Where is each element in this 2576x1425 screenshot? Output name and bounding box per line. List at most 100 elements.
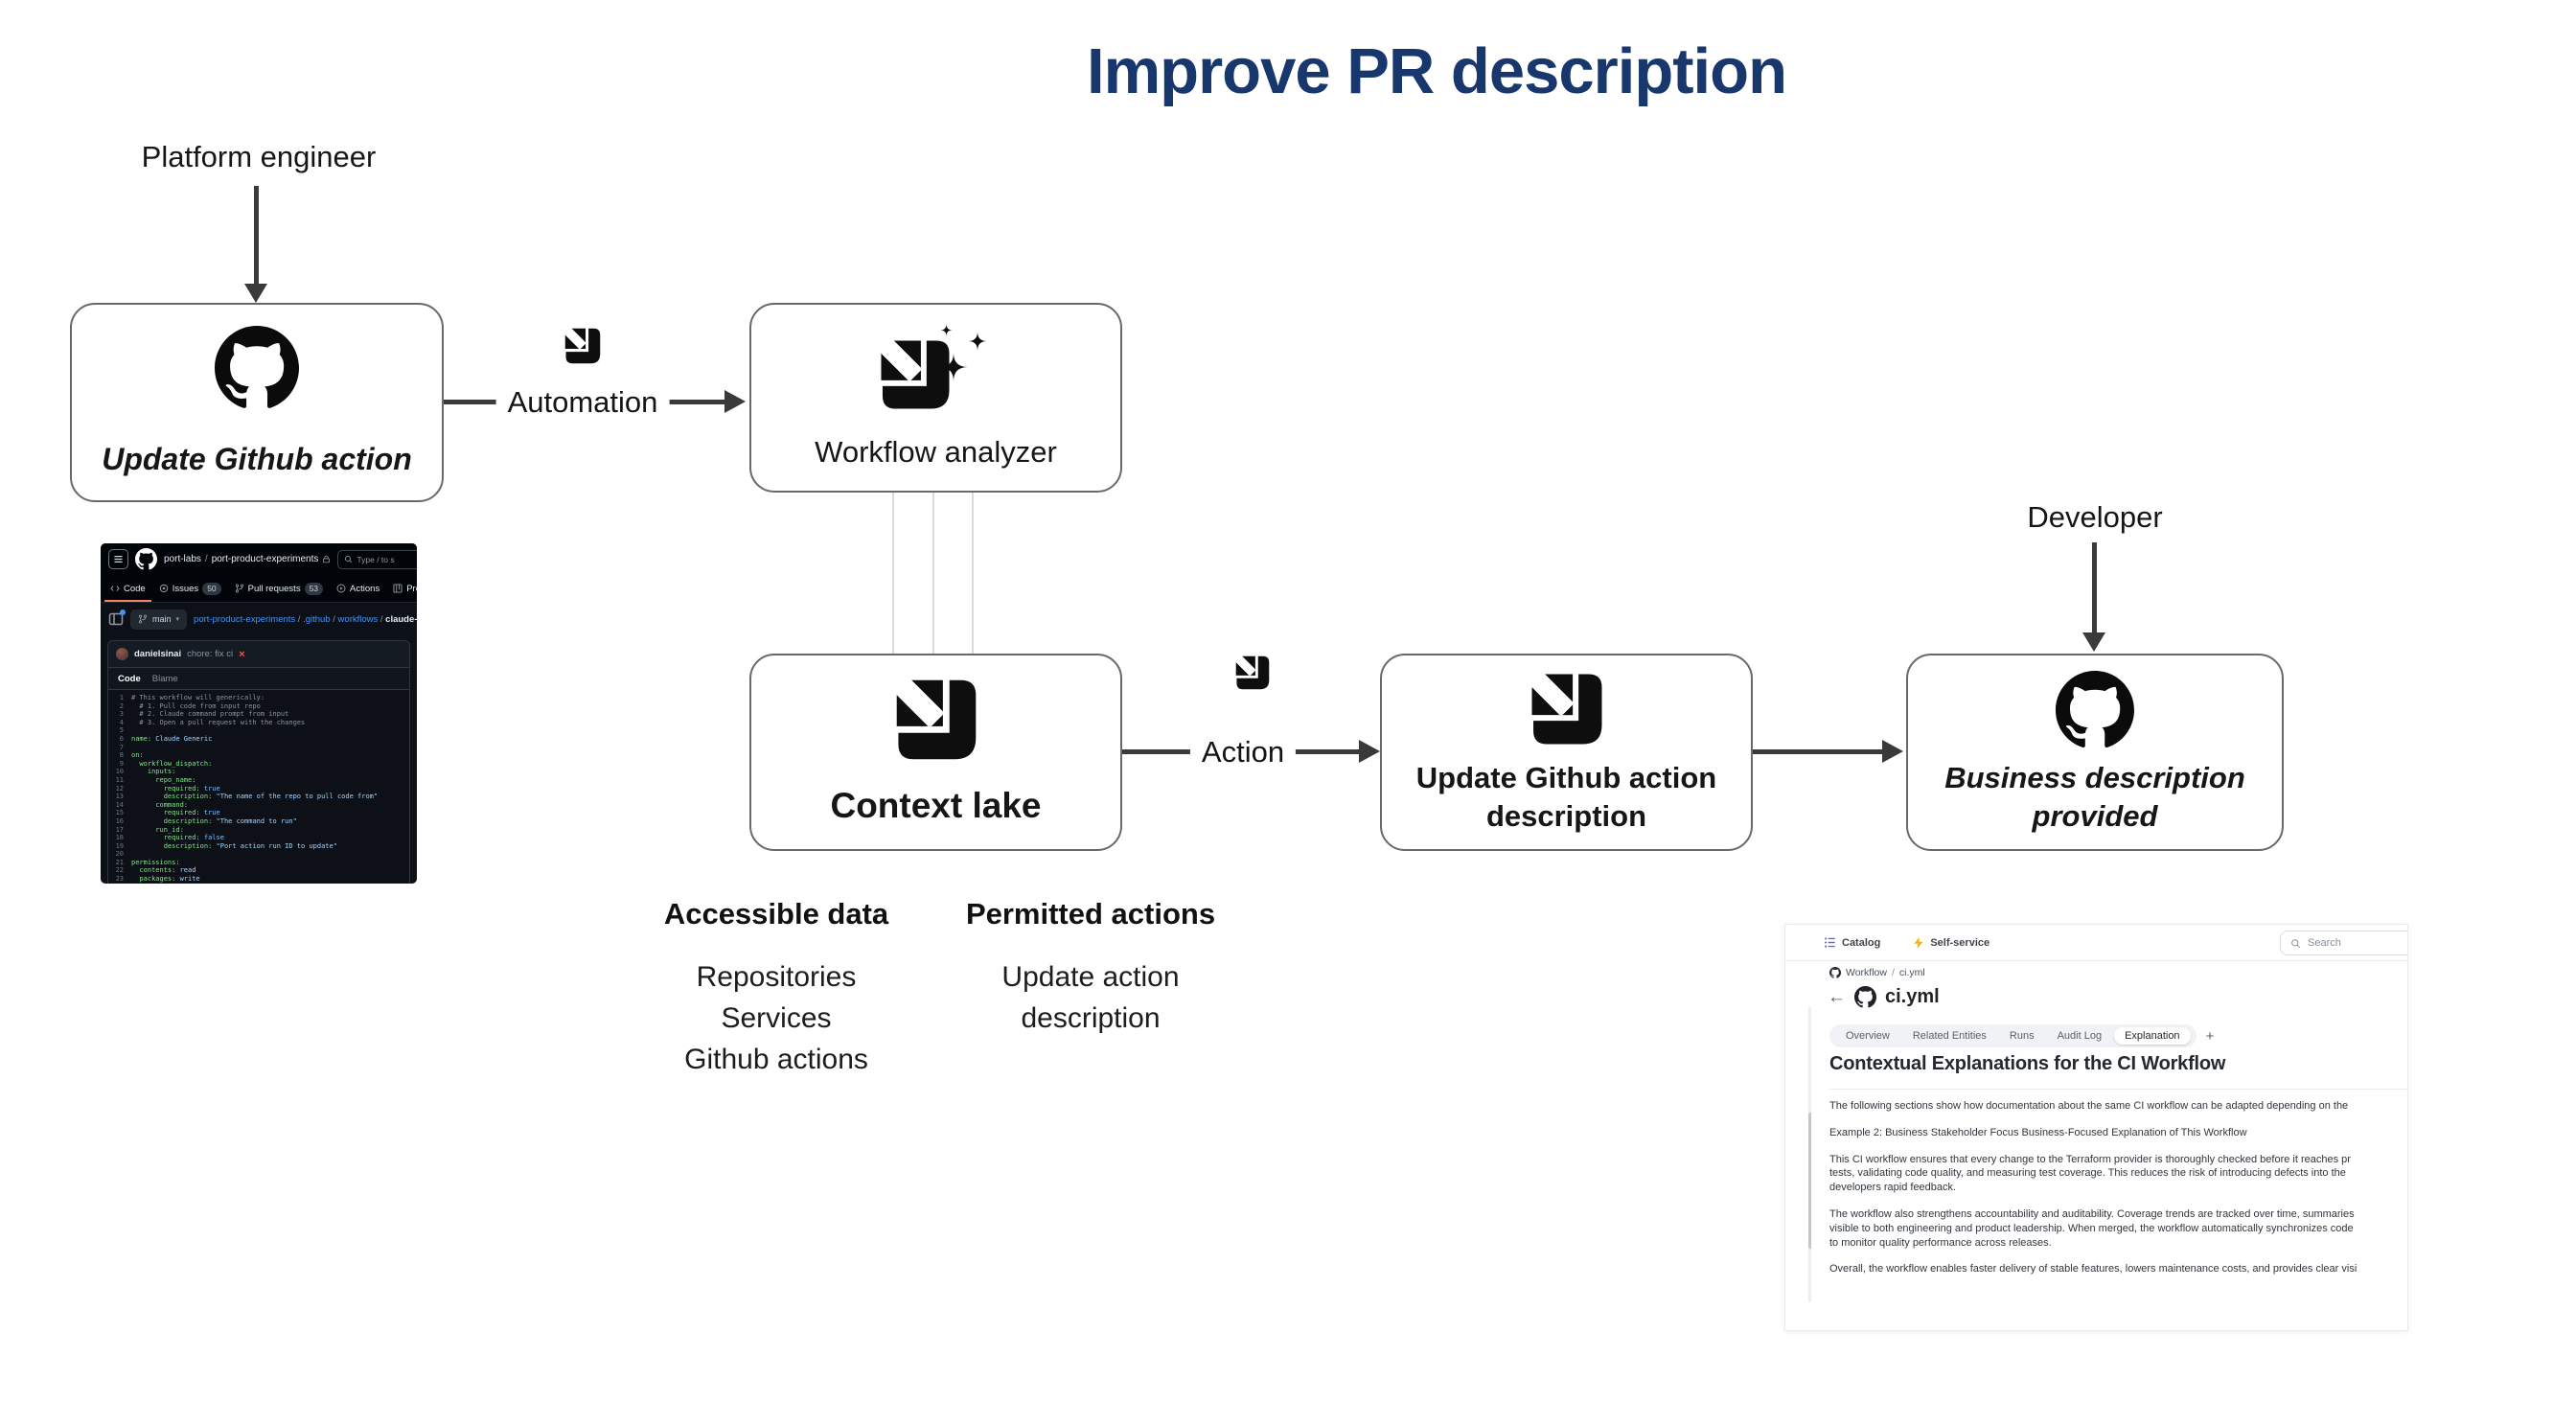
actor-platform-engineer: Platform engineer <box>141 140 377 173</box>
file-view-tabs: Code Blame <box>108 668 409 690</box>
node-context-lake: Context lake <box>749 654 1122 851</box>
code-line: 16 description: "The command to run" <box>115 816 297 825</box>
path-file-name: claude-generic.yam <box>385 613 417 625</box>
entity-page-title: ci.yml <box>1885 986 1940 1007</box>
github-logo-icon <box>135 548 157 570</box>
accessible-data-heading: Accessible data <box>663 897 889 931</box>
path-repo-link[interactable]: port-product-experiments <box>194 613 296 625</box>
path-dir-link[interactable]: workflows <box>337 613 379 625</box>
issues-count-badge: 50 <box>202 582 221 595</box>
permitted-actions-list: Update action description <box>978 956 1204 1039</box>
node-label: Context lake <box>830 786 1042 825</box>
search-icon <box>2291 938 2301 948</box>
article-paragraph: The workflow also strengthens accountabi… <box>1829 1207 2407 1250</box>
code-editor[interactable]: 1# This workflow will generically:2 # 1.… <box>108 690 409 884</box>
github-search-input[interactable]: Type / to s <box>337 549 417 569</box>
article-line: The following sections show how document… <box>1829 1100 2349 1112</box>
tab-projects[interactable]: Projects <box>387 575 417 602</box>
repo-name[interactable]: port-product-experiments <box>211 554 319 564</box>
node-label: Workflow analyzer <box>815 435 1057 469</box>
port-top-nav: Catalog Self-service Search <box>1785 925 2407 961</box>
tab-actions[interactable]: Actions <box>331 575 385 602</box>
article-paragraph: The following sections show how document… <box>1829 1099 2407 1114</box>
connector-line <box>972 493 974 654</box>
article-line: Overall, the workflow enables faster del… <box>1829 1263 2358 1276</box>
port-logo-icon <box>894 678 978 761</box>
tab-pull-requests[interactable]: Pull requests 53 <box>229 575 329 602</box>
port-search-input[interactable]: Search <box>2280 931 2407 955</box>
arrow-developer-to-business <box>2092 542 2097 634</box>
latest-commit-bar: danielsinai chore: fix ci × <box>108 641 409 668</box>
code-line: 14 command: <box>115 800 189 809</box>
node-update-description: Update Github action description <box>1380 654 1753 851</box>
edge-label-action: Action <box>1189 733 1297 771</box>
article-paragraph: Example 2: Business Stakeholder Focus Bu… <box>1829 1126 2407 1140</box>
list-item: Services <box>721 1002 832 1034</box>
commit-message[interactable]: chore: fix ci <box>187 649 234 659</box>
article-line: tests, validating code quality, and meas… <box>1829 1167 2346 1180</box>
code-line: 22 contents: read <box>115 866 196 875</box>
article-line: developers rapid feedback. <box>1829 1182 1957 1194</box>
list-item: Github actions <box>684 1044 868 1075</box>
sidebar-toggle-icon[interactable] <box>108 609 126 627</box>
pr-count-badge: 53 <box>304 582 324 595</box>
node-label: Update Github action description <box>1415 761 1717 833</box>
tab-audit-log[interactable]: Audit Log <box>2057 1030 2103 1042</box>
article-paragraph: Overall, the workflow enables faster del… <box>1829 1262 2407 1276</box>
code-line: 17 run_id: <box>115 825 184 834</box>
code-line: 1# This workflow will generically: <box>119 694 265 701</box>
path-dir-link[interactable]: .github <box>303 613 331 625</box>
tab-related-entities[interactable]: Related Entities <box>1912 1030 1987 1042</box>
tab-blame-view[interactable]: Blame <box>151 673 178 684</box>
add-tab-button[interactable]: + <box>2205 1027 2215 1045</box>
article-paragraph: This CI workflow ensures that every chan… <box>1829 1153 2407 1195</box>
node-label: Business description provided <box>1944 761 2245 833</box>
tab-code[interactable]: Code <box>104 575 151 602</box>
arrow-platform-to-update <box>254 186 259 286</box>
edge-to-business <box>1753 749 1884 754</box>
lightning-icon <box>1914 936 1923 949</box>
arrowhead-right-icon <box>1882 740 1903 763</box>
github-screenshot: port-labs / port-product-experiments Typ… <box>101 543 417 884</box>
org-name[interactable]: port-labs <box>164 554 201 564</box>
file-path-breadcrumb: port-product-experiments / .github / wor… <box>194 614 417 625</box>
github-nav-tabs: Code Issues 50 Pull requests 53 Actions … <box>101 575 417 603</box>
tab-runs[interactable]: Runs <box>2009 1030 2035 1042</box>
entity-type[interactable]: Workflow <box>1846 967 1887 978</box>
nav-item-catalog[interactable]: Catalog <box>1824 936 1880 949</box>
code-line: 7 <box>119 743 124 751</box>
github-file-header: main ▾ port-product-experiments / .githu… <box>101 603 417 635</box>
github-header: port-labs / port-product-experiments Typ… <box>101 543 417 575</box>
tab-code-view[interactable]: Code <box>118 673 141 684</box>
search-placeholder: Search <box>2308 937 2341 949</box>
ci-failed-icon[interactable]: × <box>239 648 245 660</box>
scrollbar-thumb[interactable] <box>1808 1113 1811 1249</box>
repo-breadcrumb[interactable]: port-labs / port-product-experiments <box>164 554 331 564</box>
article-heading: Contextual Explanations for the CI Workf… <box>1829 1053 2226 1074</box>
article-line: Example 2: Business Stakeholder Focus Bu… <box>1829 1126 2247 1138</box>
github-icon <box>215 326 299 410</box>
tab-overview[interactable]: Overview <box>1846 1030 1890 1042</box>
code-line: 10 inputs: <box>115 768 176 776</box>
branch-selector-button[interactable]: main ▾ <box>130 609 188 630</box>
tab-explanation[interactable]: Explanation <box>2114 1027 2191 1045</box>
node-update-github-action: Update Github action <box>70 303 444 502</box>
notification-dot <box>120 609 126 615</box>
connector-line <box>932 493 934 654</box>
tab-issues[interactable]: Issues 50 <box>153 575 227 602</box>
code-line: 13 description: "The name of the repo to… <box>115 793 379 801</box>
article-body: The following sections show how document… <box>1829 1099 2407 1289</box>
code-line: 2 # 1. Pull code from input repo <box>119 701 261 710</box>
arrowhead-down-icon <box>2082 632 2105 652</box>
port-screenshot: Catalog Self-service Search Workflow / c… <box>1784 924 2408 1331</box>
commit-author[interactable]: danielsinai <box>134 649 182 659</box>
avatar <box>116 648 128 660</box>
hamburger-menu-button[interactable] <box>108 549 128 569</box>
github-icon <box>1854 986 1876 1008</box>
node-label: Update Github action <box>102 442 412 476</box>
nav-item-self-service[interactable]: Self-service <box>1913 936 1990 949</box>
lock-icon <box>322 555 331 563</box>
list-item: Update action description <box>1001 961 1180 1034</box>
back-button[interactable]: ← <box>1828 986 1846 1007</box>
